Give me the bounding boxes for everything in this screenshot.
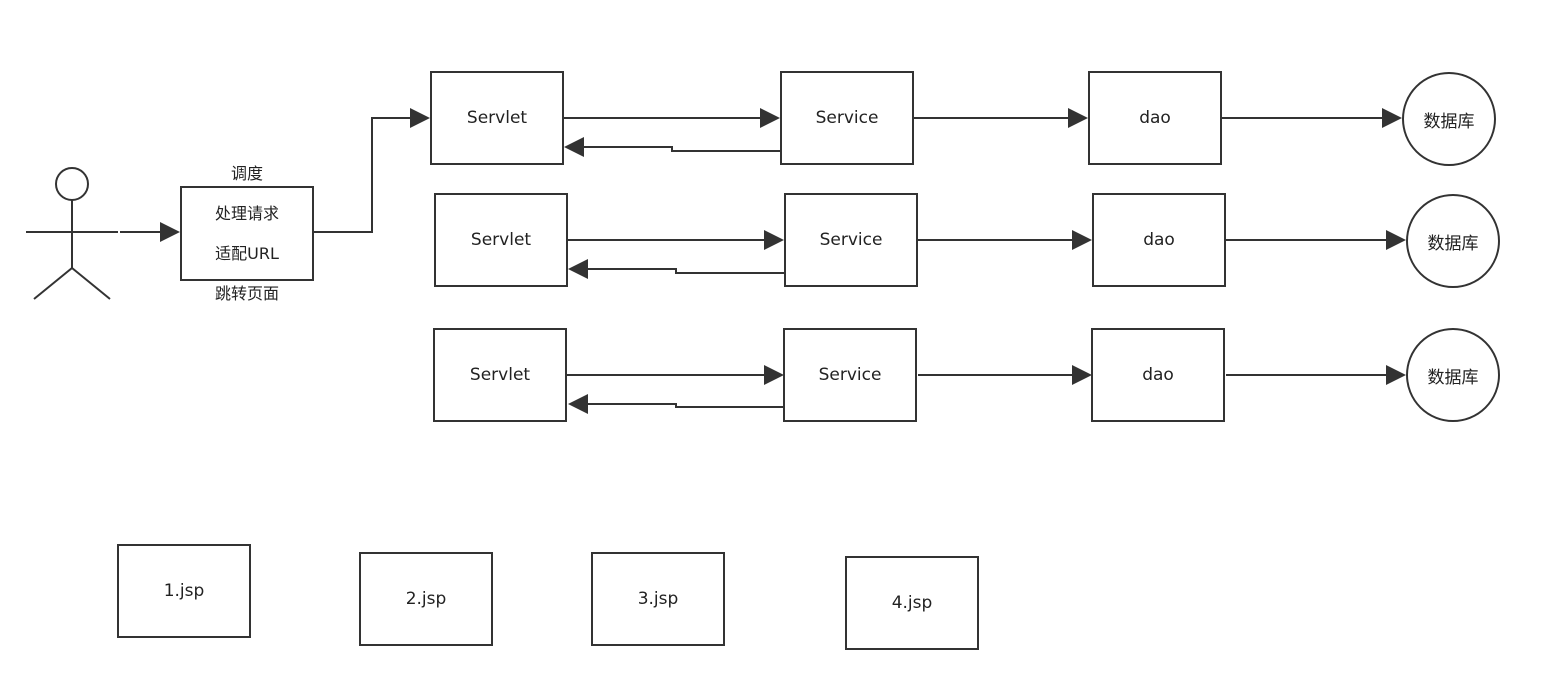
row3-servlet-box[interactable]: Servlet — [433, 328, 567, 422]
dispatcher-box[interactable]: 调度 处理请求 适配URL 跳转页面 — [180, 164, 314, 303]
jsp-page-4-box[interactable]: 4.jsp — [845, 556, 979, 650]
row3-service-box[interactable]: Service — [783, 328, 917, 422]
jsp-page-2-box[interactable]: 2.jsp — [359, 552, 493, 646]
row1-service-label: Service — [815, 108, 879, 128]
jsp-page-1-label: 1.jsp — [163, 581, 205, 601]
row2-dao-label: dao — [1143, 230, 1175, 250]
row3-database-label: 数据库 — [1427, 367, 1479, 388]
row1-service-box[interactable]: Service — [780, 71, 914, 165]
dispatcher-line-4: 跳转页面 — [214, 283, 279, 303]
row1-database-circle[interactable]: 数据库 — [1402, 72, 1496, 166]
jsp-page-2-label: 2.jsp — [405, 589, 447, 609]
dispatcher-label: 调度 处理请求 适配URL 跳转页面 — [215, 144, 279, 324]
dispatcher-line-2: 处理请求 — [214, 203, 279, 223]
row2-database-label: 数据库 — [1427, 233, 1479, 254]
actor-stick-figure — [26, 167, 118, 300]
row1-dao-label: dao — [1139, 108, 1171, 128]
row2-servlet-box[interactable]: Servlet — [434, 193, 568, 287]
row3-database-circle[interactable]: 数据库 — [1406, 328, 1500, 422]
row2-servlet-label: Servlet — [470, 230, 532, 250]
row1-servlet-label: Servlet — [466, 108, 528, 128]
row1-service-to-servlet-return-arrow — [564, 137, 780, 157]
row3-service-label: Service — [818, 365, 882, 385]
row3-servlet-label: Servlet — [469, 365, 531, 385]
row3-dao-label: dao — [1142, 365, 1174, 385]
row2-service-box[interactable]: Service — [784, 193, 918, 287]
row3-service-to-servlet-return-arrow — [568, 394, 784, 414]
dispatcher-line-3: 适配URL — [215, 243, 279, 263]
row2-service-to-servlet-return-arrow — [568, 259, 784, 279]
jsp-page-4-label: 4.jsp — [891, 593, 933, 613]
row1-servlet-box[interactable]: Servlet — [430, 71, 564, 165]
jsp-page-3-label: 3.jsp — [637, 589, 679, 609]
dispatcher-to-servlet-arrow — [314, 108, 430, 233]
row2-dao-box[interactable]: dao — [1092, 193, 1226, 287]
dispatcher-line-1: 调度 — [230, 163, 263, 183]
jsp-page-3-box[interactable]: 3.jsp — [591, 552, 725, 646]
row2-service-label: Service — [819, 230, 883, 250]
jsp-page-1-box[interactable]: 1.jsp — [117, 544, 251, 638]
row3-dao-box[interactable]: dao — [1091, 328, 1225, 422]
row2-database-circle[interactable]: 数据库 — [1406, 194, 1500, 288]
row1-database-label: 数据库 — [1423, 111, 1475, 132]
row1-dao-box[interactable]: dao — [1088, 71, 1222, 165]
